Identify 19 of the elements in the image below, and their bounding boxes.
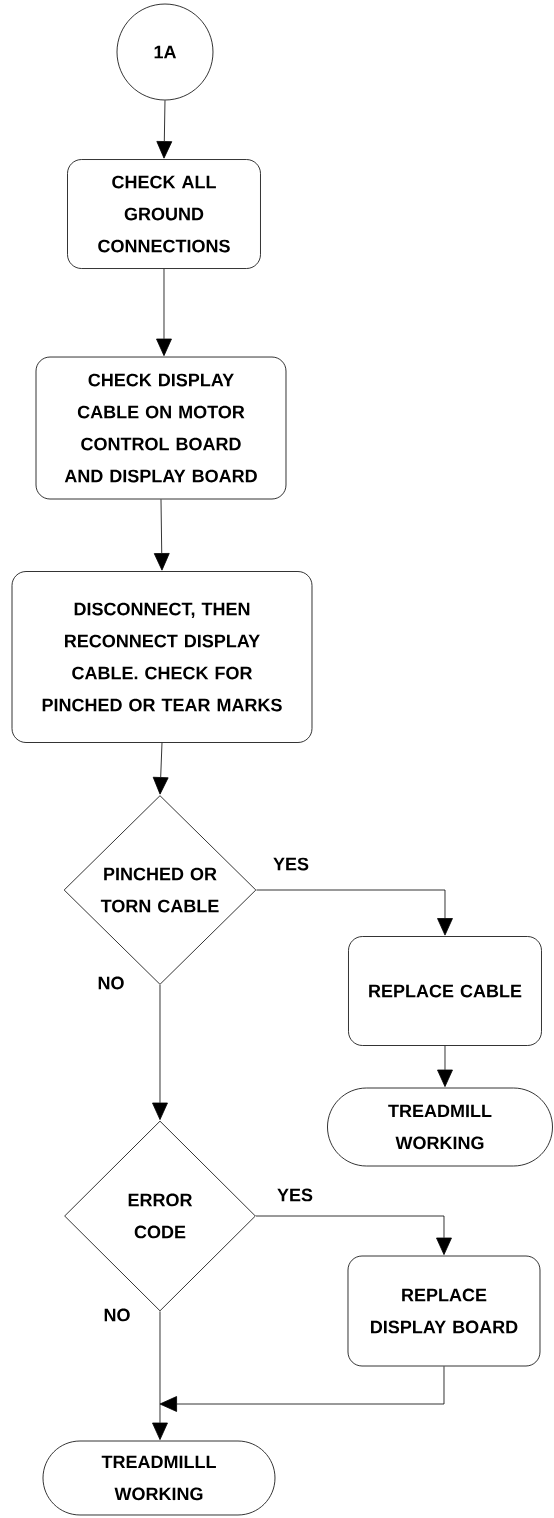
arrow <box>152 984 168 1120</box>
process-box: REPLACE CABLE <box>348 936 542 1046</box>
edge-label: YES <box>272 856 310 872</box>
arrow <box>152 742 169 795</box>
arrow <box>437 1045 453 1087</box>
arrow <box>156 268 172 357</box>
arrow <box>256 889 453 936</box>
terminator-box: TREADMILL WORKING <box>327 1087 553 1167</box>
process-box: DISCONNECT, THEN RECONNECT DISPLAY CABLE. CHECK FOR PINCHED OR TEAR MARKS <box>11 571 313 743</box>
arrow <box>255 1215 452 1255</box>
process-box: CHECK ALL GROUND CONNECTIONS <box>67 159 261 269</box>
process-box: CHECK DISPLAY CABLE ON MOTOR CONTROL BOARD AND DISPLAY BOARD <box>35 356 287 500</box>
arrow <box>156 100 173 159</box>
process-box: REPLACE DISPLAY BOARD <box>347 1255 541 1367</box>
arrow <box>159 1366 445 1412</box>
arrow <box>153 499 170 571</box>
arrow <box>152 1311 168 1440</box>
edge-label: YES <box>276 1187 314 1203</box>
terminator-box: TREADMILLL WORKING <box>42 1440 276 1516</box>
